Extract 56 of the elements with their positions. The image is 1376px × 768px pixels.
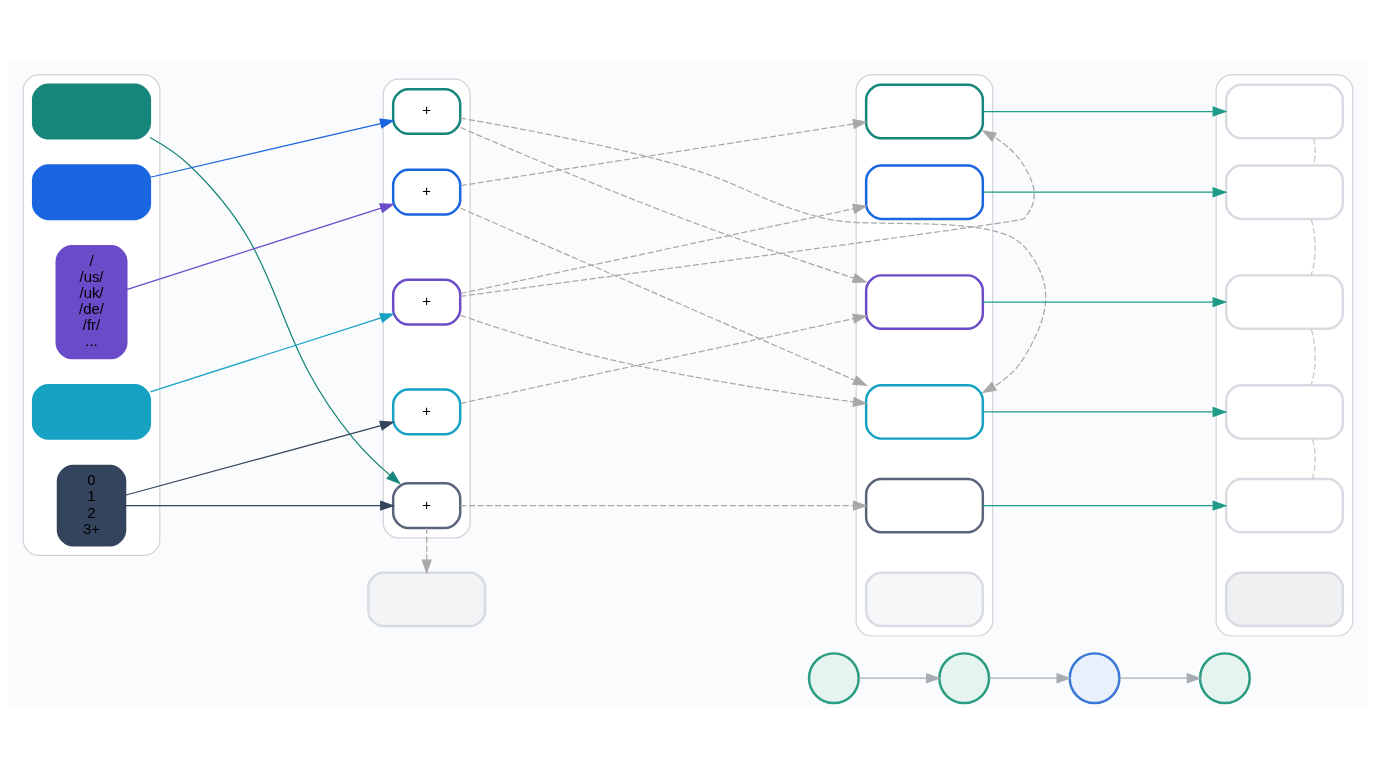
arrow xyxy=(459,207,868,386)
node-box xyxy=(1224,83,1345,140)
node-box xyxy=(864,571,985,628)
arrow xyxy=(1118,673,1202,684)
node-circle xyxy=(938,652,991,705)
node-box xyxy=(864,164,985,221)
node-box xyxy=(864,384,985,440)
arrow xyxy=(149,313,395,393)
node-box: + xyxy=(391,388,462,436)
node-box: 0 1 2 3+ xyxy=(56,464,127,547)
node-box xyxy=(1224,384,1345,440)
arrow xyxy=(149,136,401,485)
node-circle xyxy=(1068,652,1121,705)
arrow xyxy=(982,296,1228,308)
node-box xyxy=(367,571,487,628)
connector xyxy=(1311,438,1316,480)
connector xyxy=(1310,218,1316,276)
arrow xyxy=(982,406,1228,418)
arrow xyxy=(982,500,1228,511)
node-box xyxy=(1224,274,1345,330)
arrow xyxy=(460,118,868,187)
node-circle xyxy=(807,652,860,705)
connector xyxy=(1310,328,1316,386)
node-box xyxy=(1224,571,1345,628)
node-box xyxy=(864,274,985,330)
arrow xyxy=(982,187,1228,198)
node-box xyxy=(31,83,152,140)
arrow xyxy=(421,527,432,575)
arrow xyxy=(126,203,395,291)
arrow xyxy=(988,673,1072,684)
node-box xyxy=(1224,164,1345,221)
arrow xyxy=(459,126,868,283)
connector xyxy=(1312,137,1316,166)
arrow xyxy=(459,130,1035,297)
node-box: + xyxy=(391,87,462,136)
node-circle xyxy=(1198,652,1251,705)
cluster xyxy=(22,74,161,556)
node-box xyxy=(1224,477,1345,534)
arrow xyxy=(858,673,941,684)
node-box xyxy=(864,477,985,534)
node-box xyxy=(31,384,152,440)
node-box xyxy=(864,83,985,140)
cluster xyxy=(855,74,994,637)
node-box: + xyxy=(391,278,462,326)
arrow xyxy=(460,203,868,295)
node-box: + xyxy=(391,482,462,530)
arrow xyxy=(124,420,395,496)
arrow xyxy=(459,117,1047,394)
node-box: + xyxy=(391,168,462,216)
arrow xyxy=(982,106,1228,117)
node-box: / /us/ /uk/ /de/ /fr/ ... xyxy=(55,244,128,360)
arrow xyxy=(149,118,395,178)
arrow xyxy=(124,500,395,511)
node-box xyxy=(31,164,152,221)
cluster xyxy=(1215,74,1354,637)
arrow xyxy=(459,500,868,511)
